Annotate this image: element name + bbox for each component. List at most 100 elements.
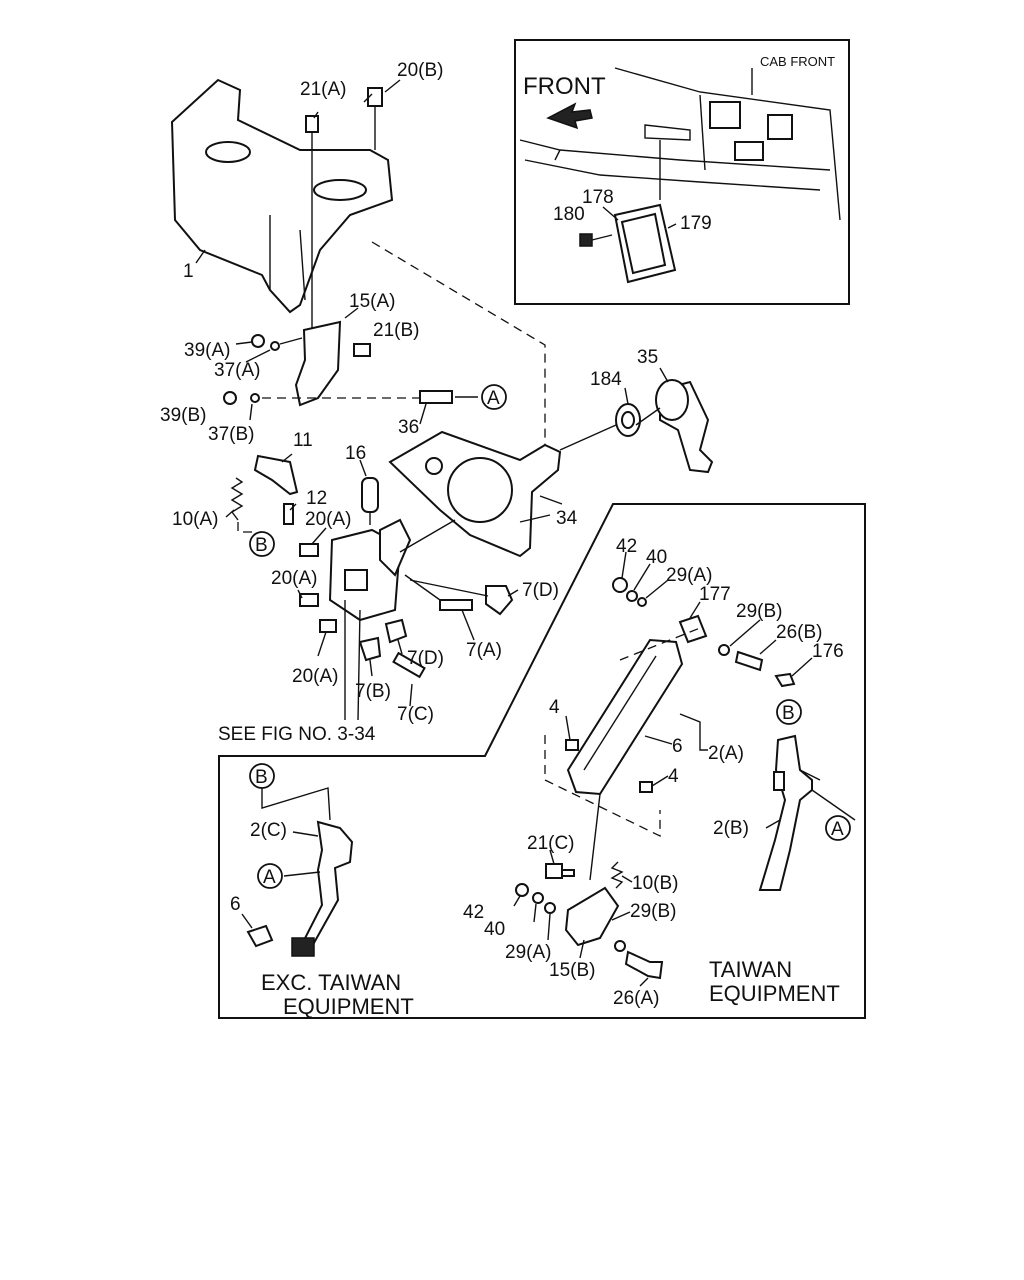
bolt-12 (283, 503, 294, 525)
callout-26b: 26(B) (776, 622, 822, 643)
cab-front-inset: FRONT CAB FRONT 180 178 179 (514, 39, 850, 305)
callout-20b: 20(B) (397, 60, 443, 81)
callout-2a: 2(A) (708, 743, 744, 764)
exc-caption-line2: EQUIPMENT (283, 994, 414, 1019)
taiwan-equipment-panel: B A 42 40 29(A) 177 29(B) 26(B) 176 4 6 (463, 536, 856, 1009)
nut-42-bot (515, 883, 529, 897)
callout-16: 16 (345, 443, 366, 464)
callout-21b: 21(B) (373, 320, 419, 341)
washer-29a-bot (544, 902, 556, 914)
callout-12: 12 (306, 488, 327, 509)
spring-10a (230, 477, 244, 521)
fitting-7a (439, 599, 473, 611)
washer-37b (250, 393, 260, 403)
front-arrow-icon (546, 102, 593, 130)
cab-opening-3 (734, 141, 764, 161)
callout-10a: 10(A) (172, 509, 218, 530)
callout-7d-1: 7(D) (522, 580, 559, 601)
nut-42-top (612, 577, 628, 593)
bolt-36 (419, 390, 453, 404)
callout-37a: 37(A) (214, 360, 260, 381)
pedal-bracket-1 (170, 78, 394, 314)
exc-taiwan-panel: B A 2(C) 6 EXC. TAIWAN EQUIPMENT (230, 763, 414, 1019)
ref-b-label: B (255, 535, 268, 556)
pin-4-top (565, 739, 579, 751)
lower-frame (218, 503, 866, 1019)
exc-caption-line1: EXC. TAIWAN (261, 970, 401, 995)
callout-20a-1: 20(A) (305, 509, 351, 530)
cab-front-label: CAB FRONT (760, 54, 835, 69)
pedal-arm-2b (758, 734, 813, 891)
pin-4-bot (639, 781, 653, 793)
ref-a-label-exc: A (263, 867, 276, 888)
ref-a-marker-taiwan (825, 815, 851, 841)
callout-35: 35 (637, 347, 658, 368)
fitting-7c (392, 651, 426, 679)
callout-7d-2: 7(D) (407, 648, 444, 669)
callout-42-bot: 42 (463, 902, 484, 923)
callout-34: 34 (556, 508, 578, 529)
callout-39b: 39(B) (160, 405, 206, 426)
bracket-15a (294, 320, 342, 407)
callout-4-top: 4 (549, 697, 560, 718)
callout-29b-top: 29(B) (736, 601, 782, 622)
callout-176: 176 (812, 641, 844, 662)
washer-40-top (626, 590, 638, 602)
bushing-177 (678, 614, 708, 644)
callout-177: 177 (699, 584, 731, 605)
washer-29b-top (718, 644, 730, 656)
callout-29a-bot: 29(A) (505, 942, 551, 963)
bolt-26a (624, 950, 664, 980)
callout-178: 178 (582, 187, 614, 208)
callout-4-bot: 4 (668, 766, 679, 787)
callout-20a-3: 20(A) (292, 666, 338, 687)
pedal-pad-6 (566, 638, 684, 796)
callout-26a: 26(A) (613, 988, 659, 1009)
spring-10b (610, 861, 624, 889)
inset-frame (514, 39, 850, 305)
bolt-20a-2 (299, 593, 319, 607)
ref-a-marker-main (481, 384, 507, 410)
ref-a-label-taiwan: A (831, 819, 844, 840)
callout-36: 36 (398, 417, 419, 438)
ref-b-label-exc: B (255, 767, 268, 788)
callout-29b-bot: 29(B) (630, 901, 676, 922)
callout-7a: 7(A) (466, 640, 502, 661)
washer-40-bot (532, 892, 544, 904)
callout-7b: 7(B) (355, 681, 391, 702)
see-fig-note: SEE FIG NO. 3-34 (218, 724, 376, 745)
callout-1: 1 (183, 261, 194, 282)
callout-2c: 2(C) (250, 820, 287, 841)
bracket-15b (564, 886, 620, 947)
front-label: FRONT (523, 73, 606, 100)
callout-11: 11 (293, 430, 313, 451)
callout-21a: 21(A) (300, 79, 346, 100)
ref-b-label-taiwan: B (782, 703, 795, 724)
callout-180: 180 (553, 204, 585, 225)
callout-179: 179 (680, 213, 712, 234)
fitting-7d-1 (485, 585, 514, 616)
nut-39b (223, 391, 237, 405)
callout-42-top: 42 (616, 536, 637, 557)
washer-29a-top (637, 597, 647, 607)
washer-29b-bot (614, 940, 626, 952)
callout-184: 184 (590, 369, 622, 390)
callout-20a-2: 20(A) (271, 568, 317, 589)
bolt-21b (353, 343, 371, 357)
callout-6: 6 (672, 736, 683, 757)
bolt-180 (579, 233, 593, 247)
clip-176 (774, 672, 796, 688)
callout-37b: 37(B) (208, 424, 254, 445)
bolt-21c (545, 863, 563, 879)
ref-a-label: A (487, 388, 500, 409)
callout-6-exc: 6 (230, 894, 241, 915)
cab-opening (709, 101, 741, 129)
bolt-20a-3 (319, 619, 337, 633)
fitting-7b (358, 636, 382, 662)
callout-10b: 10(B) (632, 873, 678, 894)
bolt-26b (734, 650, 764, 672)
pedal-pad (291, 937, 315, 957)
main-assembly: A B (160, 60, 714, 745)
nut-39a (251, 334, 265, 348)
ref-b-marker-main (249, 531, 275, 557)
